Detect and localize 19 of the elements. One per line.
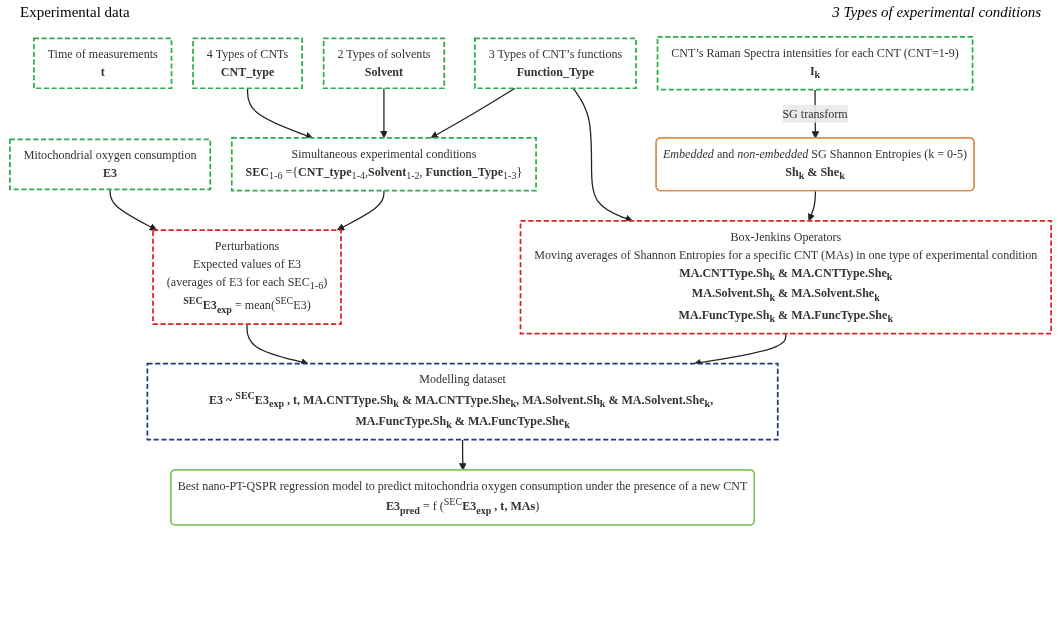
arrow	[459, 439, 467, 471]
node-box: 2 Types of solvents Solvent	[322, 37, 446, 90]
group-heading: 3 Types of experimental conditions	[832, 4, 1041, 22]
edge-label: SG transform	[782, 107, 848, 121]
node-box: Modelling dataset E3 ~ $^{SEC}$E3$_{exp}$ , t, MA.CNTType.Sh$_{k}$ & MA.CNTType.She$_{k}$, MA.Solvent.Sh$_{k}$ & MA.Solvent.She$_{k}$, MA.FuncType.Sh$_{k}$ & MA.FuncType.She$_{k}$	[146, 362, 779, 441]
arrow	[336, 190, 385, 231]
node-box: Box-Jenkins Operators Moving averages of Shannon Entropies for a specific CNT (MAs) in one type of experimental condition MA.CNTType.Sh$_{k}$ & MA.CNTType.She$_{k}$ MA.Solvent.Sh$_{k}$ & MA.Solvent.She$_{k}$ MA.FuncType.Sh$_{k}$ & MA.FuncType.She$_{k}$	[519, 219, 1052, 335]
arrow	[807, 190, 817, 222]
node-box: CNT’s Raman Spectra intensities for each CNT (CNT=1-9) I$_{k}$	[656, 36, 974, 91]
node-box: Mitochondrial oxygen consumption E3	[9, 138, 212, 191]
node-box: 4 Types of CNTs CNT_type	[192, 37, 303, 90]
node-box: Time of measurements t	[33, 37, 173, 90]
node-box: Perturbations Expected values of E3 (averages of E3 for each SEC$_{1-6}$) $^{SEC}$E3$_{exp}$ = mean($^{SEC}$E3)	[152, 229, 342, 326]
arrow	[109, 188, 158, 231]
arrow	[380, 87, 388, 139]
node-box: 3 Types of CNT’s functions Function_Type	[474, 37, 637, 90]
arrow	[430, 87, 516, 139]
node-box: Simultaneous experimental conditions SEC$_{1-6}$ ={CNT_type$_{1-4}$,Solvent$_{1-2}$, Function_Type$_{1-3}$}	[230, 137, 537, 192]
section-heading: Experimental data	[20, 4, 130, 22]
